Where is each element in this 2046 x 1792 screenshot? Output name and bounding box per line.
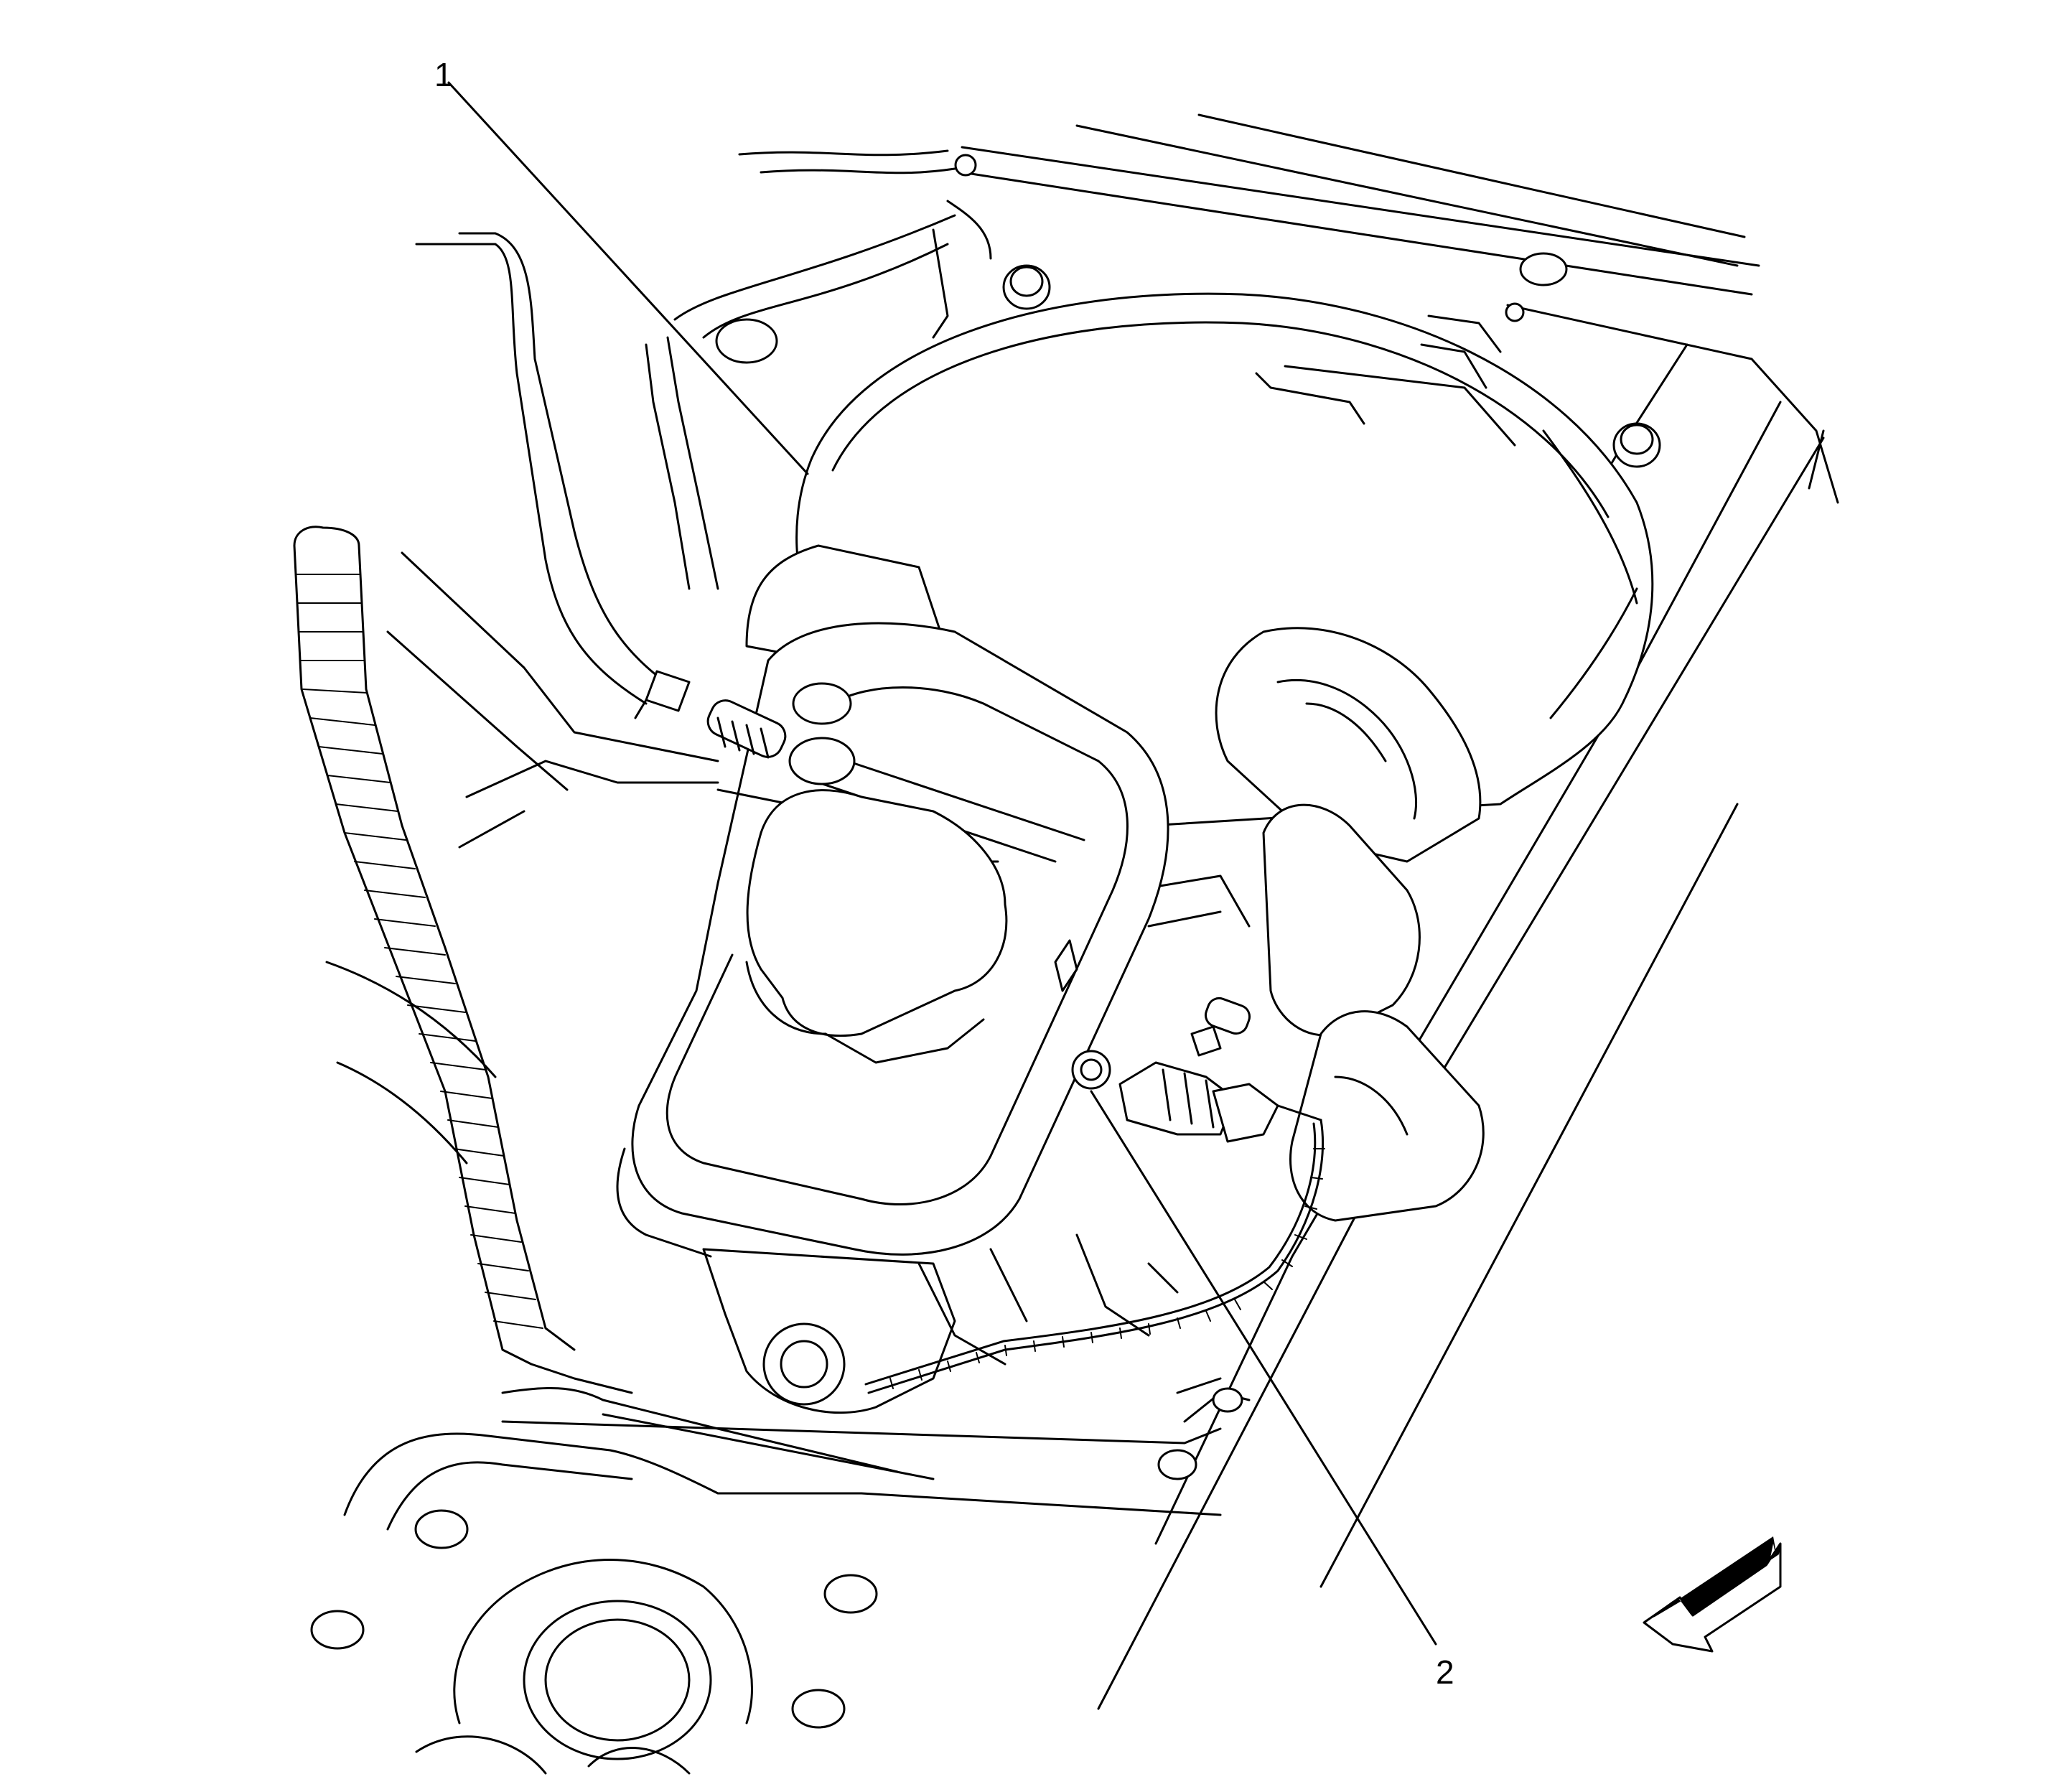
direction-arrow-icon [1643,1536,1782,1653]
sensor-wire-harness [864,1119,1325,1394]
master-cylinder-reservoir [616,622,1169,1414]
fluid-level-sensor [1071,997,1322,1143]
reservoir-hose-fittings [634,670,856,785]
callout-1-label: 1 [434,56,453,93]
callout-2-label: 2 [1436,1653,1454,1691]
mounting-bolts [715,154,1661,468]
lower-body-panel [310,1233,1251,1775]
spiral-hose [293,526,633,1394]
left-panel-lines [325,232,719,1165]
callout-leaders [447,81,1437,1646]
firewall-outline [673,113,1839,504]
